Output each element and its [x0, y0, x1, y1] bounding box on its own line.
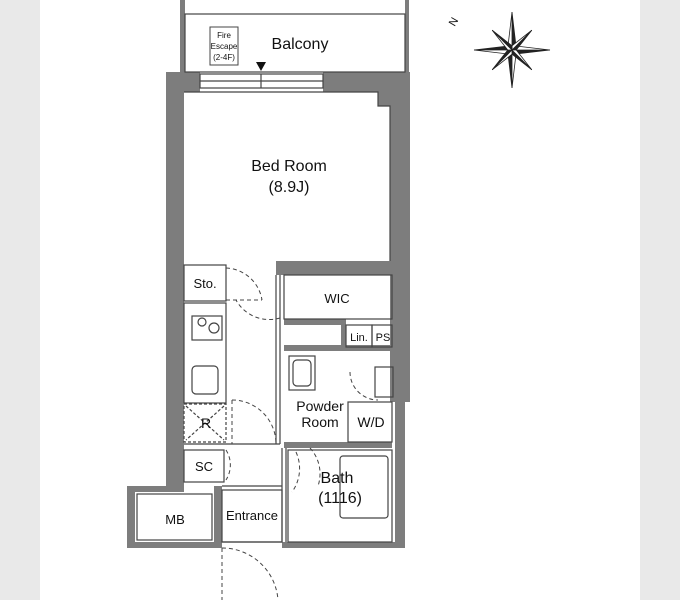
top-wall-right — [323, 72, 400, 92]
balcony-right-wall — [405, 0, 409, 72]
fire-escape-hatch: Fire Escape (2-4F) — [209, 26, 239, 66]
washer-label: W/D — [357, 414, 384, 430]
fire-escape-line1: Fire — [217, 31, 231, 40]
entrance-wall-left — [214, 486, 222, 548]
lin-bottom-wall — [284, 345, 392, 351]
fridge-outline — [183, 403, 227, 443]
bath-size: (1116) — [318, 490, 362, 507]
balcony-label: Balcony — [272, 36, 329, 53]
meter-box-label: MB — [165, 512, 185, 527]
kitchen-counter — [183, 302, 227, 404]
toilet — [288, 355, 316, 391]
linen-label: Lin. — [350, 332, 368, 344]
bath-top-wall — [284, 442, 392, 448]
washer-outline — [347, 401, 393, 443]
bath-label: Bath — [321, 470, 354, 487]
fridge-label: R — [201, 415, 211, 431]
bathtub — [339, 455, 389, 519]
shoe-closet-outline — [183, 449, 225, 483]
mb-outline — [136, 493, 213, 541]
bath-outline — [287, 449, 393, 543]
wic-outline — [283, 274, 393, 320]
bedroom-label: Bed Room — [251, 158, 327, 175]
compass-rose-icon: N — [447, 11, 551, 89]
ps-label: PS — [376, 332, 391, 344]
storage-outline — [183, 264, 227, 302]
lin-left-wall — [341, 319, 346, 347]
stove — [191, 315, 223, 341]
vanity — [374, 366, 394, 398]
wic-label: WIC — [324, 291, 349, 306]
bottom-wall — [282, 542, 404, 548]
storage-label: Sto. — [193, 276, 216, 291]
powder-room-label-1: Powder — [296, 398, 344, 414]
left-wall — [166, 72, 184, 486]
right-wall-lower — [395, 400, 405, 548]
door-swings — [221, 267, 379, 600]
powder-room-label-2: Room — [301, 414, 338, 430]
ps-outline — [371, 324, 393, 348]
mb-left-wall — [127, 486, 135, 548]
fire-escape-line3: (2-4F) — [213, 53, 235, 62]
sink — [191, 365, 219, 395]
entrance-label: Entrance — [226, 508, 278, 523]
mb-bottom-wall — [127, 542, 222, 548]
balcony-outline — [184, 13, 406, 73]
bedroom-bottom-wall — [276, 261, 390, 275]
mb-top-wall — [127, 486, 184, 492]
compass-north-label: N — [447, 16, 461, 29]
shoe-closet-label: SC — [195, 459, 213, 474]
fire-escape-line2: Escape — [211, 42, 238, 51]
bedroom-size: (8.9J) — [269, 179, 310, 196]
wic-bottom-wall — [284, 319, 346, 325]
balcony-left-wall — [180, 0, 185, 72]
walls — [127, 0, 410, 548]
entry-arrow-icon — [256, 62, 266, 71]
right-wall-upper — [390, 72, 410, 402]
partitions — [136, 13, 406, 543]
column — [378, 92, 390, 106]
